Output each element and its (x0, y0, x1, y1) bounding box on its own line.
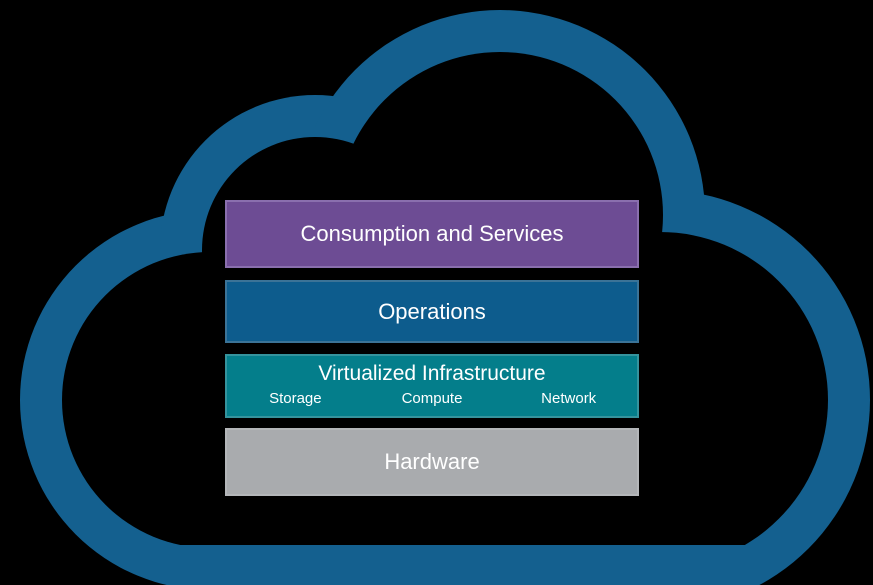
layer-hardware: Hardware (225, 428, 639, 496)
layer-hardware-label: Hardware (384, 449, 480, 474)
layer-operations-label: Operations (378, 298, 486, 324)
layer-virtualized-label: Virtualized Infrastructure (318, 362, 546, 385)
sublabel-network: Network (541, 390, 597, 407)
sublabel-compute: Compute (401, 390, 463, 407)
layer-operations: Operations (225, 280, 639, 343)
layer-consumption-label: Consumption and Services (300, 221, 564, 246)
virtualized-sublabels: Storage Compute Network (227, 391, 637, 407)
layer-virtualized-infrastructure: Virtualized Infrastructure Storage Compu… (225, 354, 639, 418)
layer-consumption-and-services: Consumption and Services (225, 200, 639, 268)
sublabel-storage: Storage (269, 390, 322, 407)
